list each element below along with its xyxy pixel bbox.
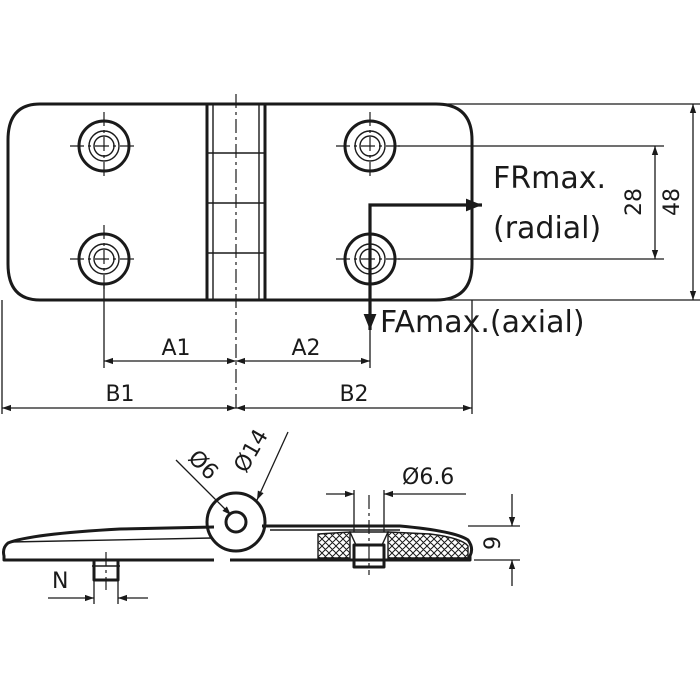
label-radial: (radial)	[493, 211, 601, 246]
label-b1: B1	[105, 382, 134, 407]
radial-force-arrow	[368, 198, 482, 259]
label-a2: A2	[291, 336, 320, 361]
label-9: 9	[481, 536, 506, 550]
hatched-insert	[317, 531, 351, 559]
top-view: A1 A2 B1 B2 28 48 FRmax. (radial) FAmax.…	[1, 94, 700, 414]
leader-dia-6	[175, 459, 232, 516]
side-knuckle-pin	[224, 510, 248, 534]
side-left-leaf	[2, 525, 215, 562]
label-fr-max: FRmax.	[493, 161, 606, 196]
label-n: N	[52, 569, 68, 594]
label-fa-max: FAmax.(axial)	[380, 305, 585, 340]
leader-dia-14	[256, 431, 289, 501]
label-a1: A1	[161, 336, 190, 361]
screw-hole-top-right	[336, 112, 404, 180]
label-48: 48	[660, 188, 685, 216]
label-dia-6: Ø6	[183, 446, 223, 486]
label-dia-6-6: Ø6.6	[402, 465, 454, 490]
screw-hole-top-left	[70, 112, 138, 180]
label-b2: B2	[339, 382, 368, 407]
screw-hole-bottom-left	[70, 225, 138, 293]
left-leaf-outline	[6, 102, 207, 302]
hatched-insert	[387, 531, 469, 559]
side-right-leaf	[230, 524, 474, 562]
label-28: 28	[622, 188, 647, 216]
side-view: N Ø6 Ø14 Ø6.6 9	[2, 425, 520, 604]
side-knuckle-outer	[205, 491, 267, 553]
label-dia-14: Ø14	[230, 425, 274, 477]
